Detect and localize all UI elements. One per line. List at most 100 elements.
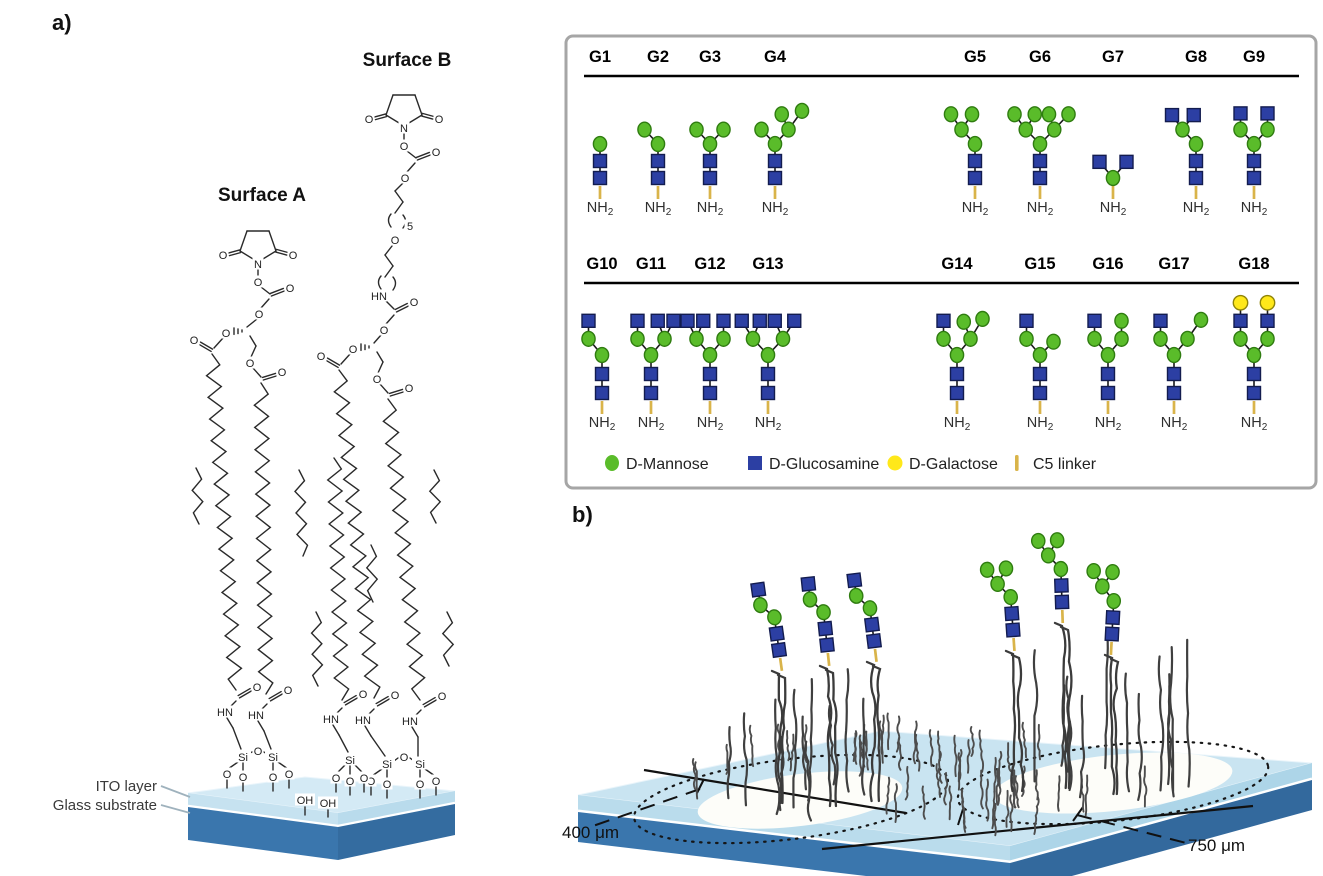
atom-label-amide: HN <box>248 710 264 722</box>
glycan-structure-G12: NH2 <box>680 313 731 433</box>
mannose-node <box>1086 562 1101 580</box>
glycan-structure-G11: NH2 <box>630 313 681 433</box>
mannose-node <box>637 121 652 138</box>
glycan-structure-G8: NH2 <box>1164 107 1210 218</box>
glucosamine-node <box>1233 106 1248 121</box>
nh2-label: NH2 <box>587 200 614 218</box>
glycan-header-G15: G15 <box>1024 255 1055 273</box>
atom-label-oxygen: O <box>416 779 425 791</box>
glycolipid-chain <box>871 664 882 803</box>
glycan-header-G14: G14 <box>941 255 973 273</box>
glucosamine-node <box>594 385 610 401</box>
nh2-label: NH2 <box>697 415 724 433</box>
atom-label-oxygen: O <box>254 277 263 289</box>
glycan-panel-border <box>564 34 1318 490</box>
atom-label-nitrogen: N <box>400 123 408 135</box>
galactose-legend-label: D-Galactose <box>909 456 998 473</box>
glycan-header-G8: G8 <box>1185 48 1207 66</box>
glucosamine-node <box>1233 313 1248 328</box>
mannose-node <box>650 135 666 153</box>
surface-b-label: Surface B <box>363 50 452 71</box>
glucosamine-node <box>936 313 951 328</box>
slab-b-glass-right <box>1010 780 1312 876</box>
atom-label-oxygen: O <box>254 746 263 758</box>
mannose-node <box>643 346 659 364</box>
nh2-label: NH2 <box>1161 415 1188 433</box>
atom-label-oxygen: O <box>269 772 278 784</box>
nh2-label: NH2 <box>1241 415 1268 433</box>
mannose-node <box>1105 169 1121 187</box>
glycan-structure-G10 <box>846 572 883 663</box>
mannose-node <box>1188 135 1204 153</box>
mannose-node <box>802 591 818 608</box>
glycan-row-1: G1NH2G2NH2G3NH2G4NH2G5NH2G6NH2G7NH2G8NH2… <box>584 48 1299 218</box>
mannose-node <box>689 330 704 347</box>
glucosamine-node <box>1188 170 1204 186</box>
glucosamine-node <box>817 620 834 637</box>
mannose-node <box>754 121 769 138</box>
mannose-node <box>862 600 878 617</box>
glucosamine-node <box>1054 594 1070 610</box>
glycan-structure-G5 <box>979 560 1021 652</box>
glycolipid-chain <box>1010 653 1025 793</box>
mannose-node <box>1046 121 1062 138</box>
nh2-label: NH2 <box>762 200 789 218</box>
atom-label-oxygen: O <box>365 114 374 126</box>
atom-label-oxygen: O <box>219 250 228 262</box>
glucosamine-node <box>630 313 645 328</box>
atom-label-oxygen: O <box>373 374 382 386</box>
glucosamine-node <box>1019 313 1034 328</box>
glucosamine-node <box>1053 578 1069 593</box>
mannose-node <box>657 330 672 347</box>
mannose-legend-label: D-Mannose <box>626 456 709 473</box>
mannose-node <box>954 121 969 138</box>
glycan-structure-G2: NH2 <box>637 121 672 218</box>
glycan-rows: G1NH2G2NH2G3NH2G4NH2G5NH2G6NH2G7NH2G8NH2… <box>581 48 1299 433</box>
mannose-node <box>1193 311 1209 328</box>
mannose-node <box>1260 330 1275 347</box>
mannose-node <box>975 310 990 328</box>
measure-line-left <box>643 768 907 815</box>
mannose-node <box>979 561 995 578</box>
glycan-header-G10: G10 <box>586 255 617 273</box>
nh2-label: NH2 <box>1100 200 1127 218</box>
glucosamine-node <box>696 313 711 328</box>
atom-label-oxygen: O <box>432 147 441 159</box>
glycan-header-G2: G2 <box>647 48 669 66</box>
mannose-node <box>630 330 645 347</box>
measurement-left: 400 μm <box>562 768 907 842</box>
mannose-node <box>1049 532 1065 549</box>
glucosamine-node <box>760 366 776 382</box>
mannose-node <box>1030 532 1046 550</box>
glycan-structure-G10 <box>750 581 788 671</box>
nh2-label: NH2 <box>697 200 724 218</box>
glycan-structure-G9: NH2 <box>1233 106 1275 218</box>
atom-label-amide: HN <box>217 707 233 719</box>
atom-label-amide: HN <box>355 715 371 727</box>
atom-label-oxygen: O <box>367 776 376 788</box>
glycolipid-chain <box>776 673 787 805</box>
glycan-header-G6: G6 <box>1029 48 1051 66</box>
mannose-node <box>1180 330 1195 347</box>
glucosamine-legend-icon <box>748 456 762 470</box>
glycan-structure-G17: NH2 <box>1153 311 1209 433</box>
c5-linker <box>826 652 831 667</box>
atom-label-oxygen: O <box>190 335 199 347</box>
glucosamine-node <box>680 313 695 328</box>
atom-label-oxygen: O <box>223 769 232 781</box>
dim-label-right: 750 μm <box>1188 836 1245 855</box>
atom-label-oxygen: O <box>222 328 231 340</box>
mannose-node <box>1003 588 1019 606</box>
glass-substrate-label: Glass substrate <box>53 797 157 814</box>
glycan-structure-G4: NH2 <box>754 102 810 218</box>
glucosamine-node <box>702 153 718 169</box>
glycan-structure-G5 <box>1030 532 1070 624</box>
glycolipid-chain <box>824 668 839 808</box>
glucosamine-node <box>865 632 883 650</box>
mannose-node <box>594 346 610 364</box>
nh2-label: NH2 <box>1095 415 1122 433</box>
glucosamine-node <box>787 313 802 328</box>
atom-label-oxygen: O <box>401 173 410 185</box>
glucosamine-node <box>1246 153 1262 169</box>
